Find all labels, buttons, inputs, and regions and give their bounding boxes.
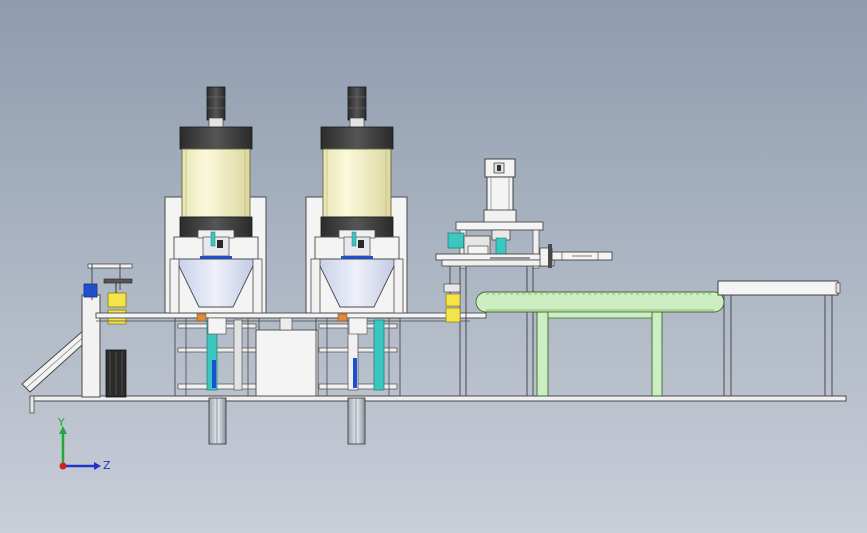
y-axis-label: Y [57, 416, 65, 429]
sensor-yellow-left[interactable] [107, 292, 127, 308]
servo-motor-1[interactable] [206, 86, 226, 129]
press-station[interactable] [435, 158, 613, 396]
actuator-rod-2[interactable] [373, 319, 385, 391]
conveyor-belt[interactable] [475, 291, 725, 313]
press-cylinder[interactable] [486, 176, 514, 214]
servo-motor-2[interactable] [347, 86, 367, 129]
storage-cylinder-1[interactable] [181, 148, 251, 218]
x-axis-origin-icon [59, 462, 67, 470]
z-axis-arrow-icon [94, 462, 101, 470]
teal-sensor[interactable] [447, 232, 465, 249]
y-axis-arrow-icon [59, 426, 67, 434]
center-housing[interactable] [255, 329, 319, 397]
base-frame[interactable] [29, 395, 847, 414]
sensor-block-blue[interactable] [83, 283, 98, 298]
filler-unit-1[interactable] [164, 86, 267, 445]
lift-column-1[interactable] [208, 397, 227, 445]
lift-column-2[interactable] [347, 397, 366, 445]
filler-unit-2[interactable] [305, 86, 408, 445]
orientation-triad: Y Z [57, 416, 111, 472]
outfeed-conveyor[interactable] [475, 280, 841, 397]
infeed-chute[interactable] [21, 283, 127, 398]
collection-table[interactable] [717, 280, 839, 296]
storage-cylinder-2[interactable] [322, 148, 392, 218]
z-axis-label: Z [103, 459, 111, 472]
sensor-yellow-right[interactable] [445, 293, 461, 307]
